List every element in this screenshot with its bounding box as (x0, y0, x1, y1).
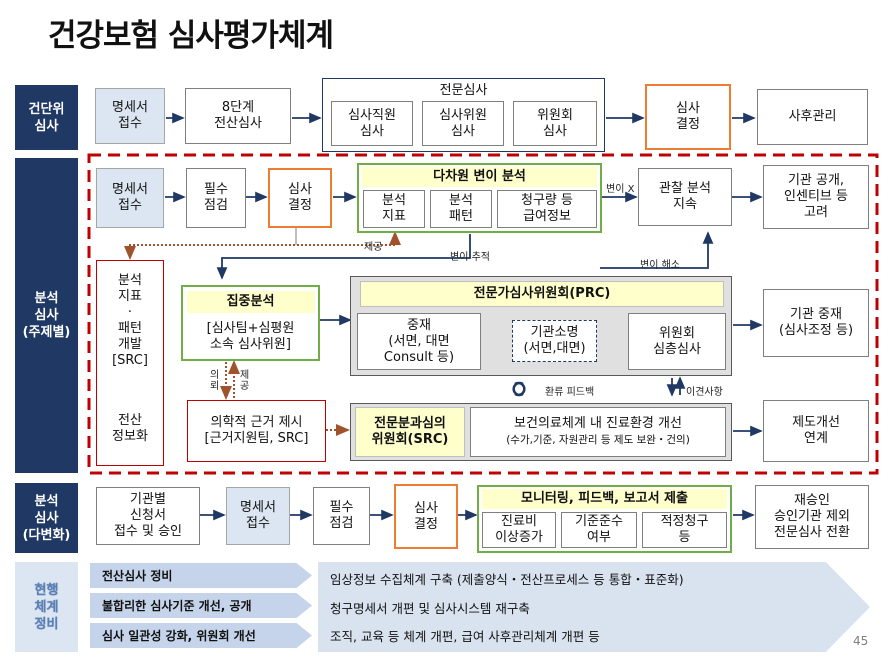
r1-committee-box: 위원회 심사 (513, 101, 597, 146)
r4-right-line-3: 조직, 교육 등 체계 개편, 급여 사후관리체계 개편 등 (330, 629, 600, 644)
r2-mediate-box: 중재 (서면, 대면 Consult 등) (357, 313, 481, 370)
r4-left-bar-3: 심사 일관성 강화, 위원회 개선 (90, 623, 312, 648)
r4-left-bar-1: 전산심사 정비 (90, 563, 312, 588)
r2-focus-body: [심사팀+심평원 소속 심사위원] (206, 321, 295, 352)
label-feedback: 환류 피드백 (545, 387, 595, 398)
r2-index-box: 분석 지표 (363, 190, 425, 228)
r1-decision-box: 심사 결정 (645, 84, 731, 150)
r2-env-box: 보건의료체계 내 진료환경 개선 (수가,기준, 자원관리 등 제도 보완・건의… (470, 407, 726, 457)
r2-observe-box: 관찰 분석 지속 (638, 168, 732, 226)
r2-env-sub: (수가,기준, 자원관리 등 제도 보완・건의) (506, 434, 690, 446)
r2-claim-box: 청구량 등 급여정보 (497, 190, 597, 228)
label-give: 제 공 (240, 370, 250, 392)
r2-check-box: 필수 점검 (186, 168, 246, 228)
r2-env-title: 보건의료체계 내 진료환경 개선 (514, 416, 682, 431)
r1-receipt-box: 명세서 접수 (95, 88, 165, 144)
r2-summon-box: 기관소명 (서면,대면) (512, 320, 597, 362)
r3-inst-box: 기관별 신청서 접수 및 승인 (96, 487, 200, 545)
r2-focus-title: 집중분석 (186, 291, 315, 313)
r2-src-it: 전산 정보화 (112, 413, 148, 444)
r4-right-arrow (318, 562, 870, 652)
r2-src-dev: 분석 지표 · 패턴 개발 [SRC] (112, 273, 148, 368)
topic-review-frame (87, 153, 879, 475)
r3-proper-box: 적정청구 등 (642, 512, 727, 548)
r2-mediate-out-box: 기관 중재 (심사조정 등) (763, 289, 869, 357)
r3-monitor-title: 모니터링, 피드백, 보고서 제출 (482, 489, 727, 509)
page-title: 건강보험 심사평가체계 (48, 18, 334, 54)
r1-post-box: 사후관리 (757, 89, 868, 145)
r2-pattern-box: 분석 패턴 (430, 190, 492, 228)
page-number: 45 (853, 634, 869, 648)
r4-left-bar-2: 불합리한 심사기준 개선, 공개 (90, 593, 312, 618)
feedback-loop-icon (512, 381, 526, 397)
label-transfer: 이견사항 (686, 387, 723, 398)
r3-comply-box: 기준준수 여부 (561, 512, 637, 548)
r4-right-line-2: 청구명세서 개편 및 심사시스템 재구축 (330, 601, 530, 616)
r2-decision-box: 심사 결정 (268, 168, 332, 228)
row-label-topic-review: 분석 심사 (주제별) (15, 158, 78, 473)
label-request: 의 뢰 (210, 370, 220, 392)
label-provide: 제공 (364, 242, 383, 253)
r4-right-line-1: 임상정보 수집체계 구축 (제출양식・전산프로세스 등 통합・표준화) (330, 572, 684, 587)
r2-disclose-box: 기관 공개, 인센티브 등 고려 (763, 165, 869, 229)
r2-src-comm: 전문분과심의 위원회(SRC) (355, 407, 465, 457)
r3-check-box: 필수 점검 (313, 487, 370, 545)
r3-reapprove-box: 재승인 승인기관 제외 전문심사 전환 (755, 485, 869, 549)
row-label-diversified-review: 분석 심사 (다변화) (15, 483, 78, 553)
label-variation-resolve: 변이 해소 (640, 260, 680, 271)
row-label-system-reform: 현행 체계 정비 (15, 562, 78, 652)
r2-src-column: 분석 지표 · 패턴 개발 [SRC] 전산 정보화 (96, 260, 164, 466)
row-label-case-review: 건단위 심사 (15, 85, 78, 150)
r1-expert-title: 전문심사 (439, 83, 488, 98)
label-variation-x: 변이 X (606, 184, 635, 195)
r3-receipt-box: 명세서 접수 (226, 487, 290, 545)
r2-receipt-box: 명세서 접수 (96, 168, 164, 228)
r2-prc-title: 전문가심사위원회(PRC) (360, 281, 724, 307)
r1-8stage-box: 8단계 전산심사 (185, 88, 291, 144)
label-variation-track: 변이 추적 (450, 252, 490, 263)
r2-focus-group: 집중분석 [심사팀+심평원 소속 심사위원] (181, 285, 320, 361)
r2-evidence-box: 의학적 근거 제시 [근거지원팀, SRC] (187, 400, 326, 462)
r2-deep-box: 위원회 심층심사 (628, 313, 726, 370)
r1-staff-box: 심사직원 심사 (331, 101, 413, 146)
r3-decision-box: 심사 결정 (394, 484, 458, 549)
r2-multi-title: 다차원 변이 분석 (362, 167, 597, 187)
r2-improve-box: 제도개선 연계 (763, 400, 869, 462)
r3-cost-box: 진료비 이상증가 (482, 512, 556, 548)
r1-member-box: 심사위원 심사 (422, 101, 504, 146)
